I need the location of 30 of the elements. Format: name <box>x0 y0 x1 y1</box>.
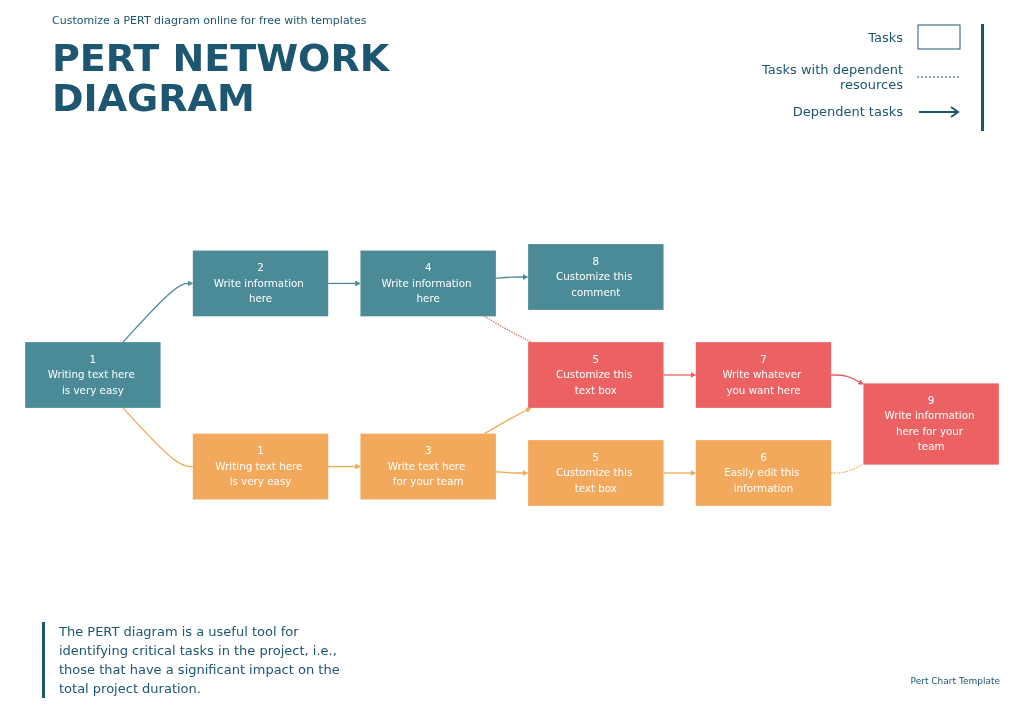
arrow <box>662 372 697 378</box>
node-box: 4 Write information here <box>360 250 496 317</box>
node-box: 5 Customize this text box <box>528 342 664 408</box>
node-box: 2 Write information here <box>192 250 329 317</box>
node-box: 3 Write text here for your team <box>360 433 496 500</box>
connector <box>830 462 865 474</box>
arrow <box>122 280 194 343</box>
connector <box>483 315 532 343</box>
arrow <box>662 470 697 476</box>
diagram-title: PERT NETWORK DIAGRAM <box>52 38 391 118</box>
node-box: 8 Customize this comment <box>528 244 664 310</box>
arrow <box>495 470 529 476</box>
node-box: 7 Write whatever you want here <box>695 342 832 408</box>
legend-text: Tasks with dependent resources <box>761 62 903 92</box>
node-box: 1 Writing text here is very easy <box>25 342 161 408</box>
node-box: 9 Write information here for your team <box>863 383 999 465</box>
footer-text: Pert Chart Template <box>910 676 1000 686</box>
node-box: 5 Customize this text box <box>528 440 664 506</box>
node-box: 1 Writing text here is very easy <box>192 433 329 500</box>
connector <box>122 407 194 468</box>
arrow <box>830 374 864 385</box>
legend-text: Tasks <box>868 29 903 45</box>
legend-text: Dependent tasks <box>792 104 903 119</box>
arrow <box>327 280 361 287</box>
intro-text: Customize a PERT diagram online for free with templates <box>52 14 367 27</box>
arrow <box>483 407 532 435</box>
arrow <box>327 463 361 470</box>
note-paragraph: The PERT diagram is a useful tool for identifying critical tasks in the project, i.e., those that have a significant impact on the total project duration. <box>42 622 359 698</box>
arrow <box>495 274 529 280</box>
node-box: 6 Easily edit this information <box>695 440 832 506</box>
